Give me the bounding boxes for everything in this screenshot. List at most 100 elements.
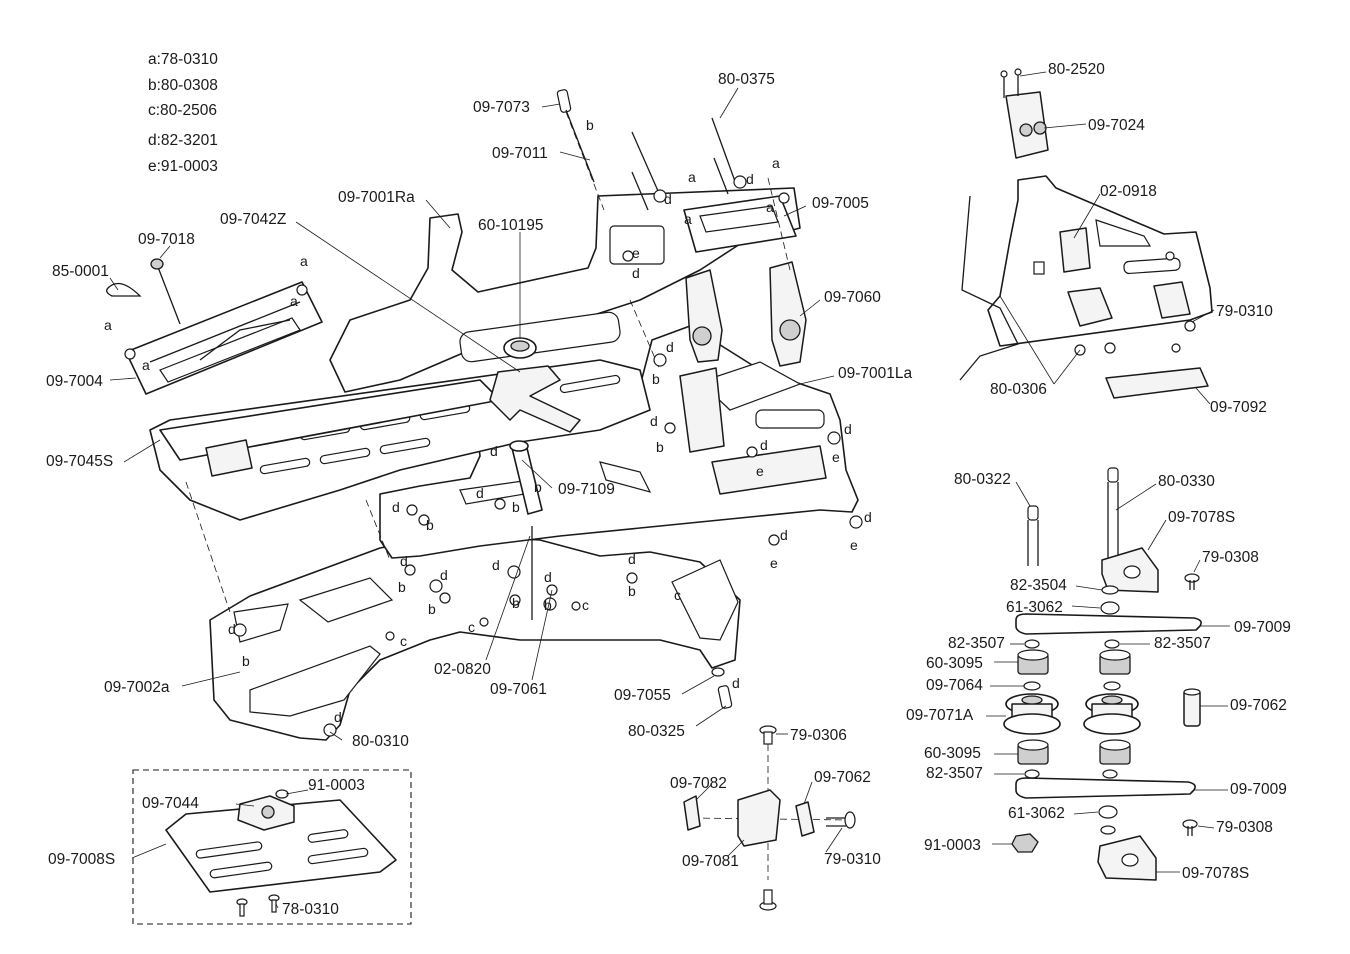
spacer-09-7062-mid [795, 801, 815, 837]
label-78-0310: 78-0310 [282, 901, 339, 918]
bolt-09-7055 [711, 667, 733, 709]
label-02-0918: 02-0918 [1100, 183, 1157, 200]
main-part-labels: 09-7073 09-7011 80-0375 09-7001Ra 09-704… [46, 71, 913, 750]
shaft-09-7073 [556, 89, 595, 183]
tag-a: a [772, 155, 780, 171]
label-09-7005: 09-7005 [812, 195, 869, 212]
label-09-7044: 09-7044 [142, 795, 199, 812]
tag-d: d [440, 567, 448, 583]
main-leader-lines [109, 87, 835, 741]
pulley-part-labels: 80-0322 80-0330 09-7078S 79-0308 82-3504… [906, 471, 1291, 882]
tag-d: d [400, 553, 408, 569]
bellcrank-left [1067, 287, 1113, 327]
tr-part-labels: 80-2520 09-7024 02-0918 79-0310 80-0306 … [990, 61, 1273, 416]
tag-a: a [766, 199, 774, 215]
pulley-stack-assembly: 80-0322 80-0330 09-7078S 79-0308 82-3504… [906, 467, 1291, 882]
tag-d: d [760, 437, 768, 453]
tag-d: d [628, 551, 636, 567]
bolt-80-0330-head [1107, 467, 1119, 483]
label-79-0308: 79-0308 [1202, 549, 1259, 566]
screws-78-0310-box [236, 894, 280, 917]
label-80-0306: 80-0306 [990, 381, 1047, 398]
label-09-7060: 09-7060 [824, 289, 881, 306]
label-09-7081: 09-7081 [682, 853, 739, 870]
label-09-7018: 09-7018 [138, 231, 195, 248]
bolt-79-0310-mid [826, 811, 856, 829]
label-80-0310: 80-0310 [352, 733, 409, 750]
label-09-7064: 09-7064 [926, 677, 983, 694]
tag-c: c [468, 619, 475, 635]
tag-d: d [228, 621, 236, 637]
label-85-0001: 85-0001 [52, 263, 109, 280]
label-60-10195: 60-10195 [478, 217, 544, 234]
frame-plate-09-7001Ra [329, 187, 801, 393]
tag-d: d [864, 509, 872, 525]
label-82-3507: 82-3507 [948, 635, 1005, 652]
mid-leader-lines [695, 733, 843, 857]
tag-d: d [632, 265, 640, 281]
tag-c: c [400, 633, 407, 649]
tag-b: b [544, 597, 552, 613]
label-09-7001La: 09-7001La [838, 365, 913, 382]
box-part-labels: 09-7044 91-0003 09-7008S 78-0310 [48, 777, 365, 918]
arm-09-7009-bottom [1015, 777, 1196, 799]
tag-a: a [104, 317, 112, 333]
pulley-09-7071A-left [1003, 681, 1061, 735]
tag-b: b [628, 583, 636, 599]
tail-clamp-block [205, 439, 253, 477]
label-91-0003: 91-0003 [308, 777, 365, 794]
label-60-3095: 60-3095 [926, 655, 983, 672]
box-leader-lines [131, 789, 309, 909]
label-09-7024: 09-7024 [1088, 117, 1145, 134]
label-09-7071A: 09-7071A [906, 707, 974, 724]
tag-d: d [666, 339, 674, 355]
label-80-2520: 80-2520 [1048, 61, 1105, 78]
tag-b: b [428, 601, 436, 617]
label-09-7062: 09-7062 [1230, 697, 1287, 714]
tag-d: d [844, 421, 852, 437]
tag-d: d [780, 527, 788, 543]
nut-91-0003 [1011, 833, 1039, 853]
bracket-09-7060-right [769, 261, 807, 367]
legend-entry-b: b:80-0308 [148, 77, 218, 94]
bolt-09-7018 [155, 261, 181, 325]
tail-bracket-subassembly: 80-2520 09-7024 02-0918 79-0310 80-0306 … [959, 61, 1273, 416]
tag-e: e [850, 537, 858, 553]
tag-a: a [688, 169, 696, 185]
label-09-7009: 09-7009 [1234, 619, 1291, 636]
tag-b: b [426, 517, 434, 533]
tag-a: a [684, 211, 692, 227]
tag-d: d [664, 191, 672, 207]
label-09-7009: 09-7009 [1230, 781, 1287, 798]
fastener-letter-tags: a a a a b a a a a d d e d d b d b d e d … [104, 117, 872, 725]
tag-a: a [142, 357, 150, 373]
label-09-7011: 09-7011 [492, 145, 548, 162]
r-clip-85-0001 [106, 282, 142, 297]
tag-b: b [652, 371, 660, 387]
hardware-studs [124, 175, 863, 737]
label-09-7008S: 09-7008S [48, 851, 115, 868]
fastener-legend: a:78-0310 b:80-0308 c:80-2506 d:82-3201 … [148, 51, 218, 175]
tag-b: b [398, 579, 406, 595]
tag-e: e [756, 463, 764, 479]
bracket-09-7082 [683, 795, 701, 831]
label-09-7004: 09-7004 [46, 373, 103, 390]
idler-mount-subassembly: 79-0306 09-7082 09-7062 09-7081 79-0310 [670, 725, 881, 911]
tag-b: b [534, 479, 542, 495]
tag-d: d [746, 171, 754, 187]
tr-leader-lines [999, 71, 1215, 405]
label-91-0003: 91-0003 [924, 837, 981, 854]
label-02-0820: 02-0820 [434, 661, 491, 678]
tag-d: d [392, 499, 400, 515]
tag-d: d [492, 557, 500, 573]
label-80-0330: 80-0330 [1158, 473, 1215, 490]
servo-cross-block [711, 445, 827, 495]
screws-80-2520 [1000, 68, 1022, 98]
label-09-7042Z: 09-7042Z [220, 211, 286, 228]
bracket-09-7081 [737, 789, 781, 847]
label-82-3504: 82-3504 [1010, 577, 1067, 594]
label-09-7092: 09-7092 [1210, 399, 1267, 416]
label-09-7055: 09-7055 [614, 687, 671, 704]
label-61-3062: 61-3062 [1006, 599, 1063, 616]
servo-block [679, 367, 725, 453]
